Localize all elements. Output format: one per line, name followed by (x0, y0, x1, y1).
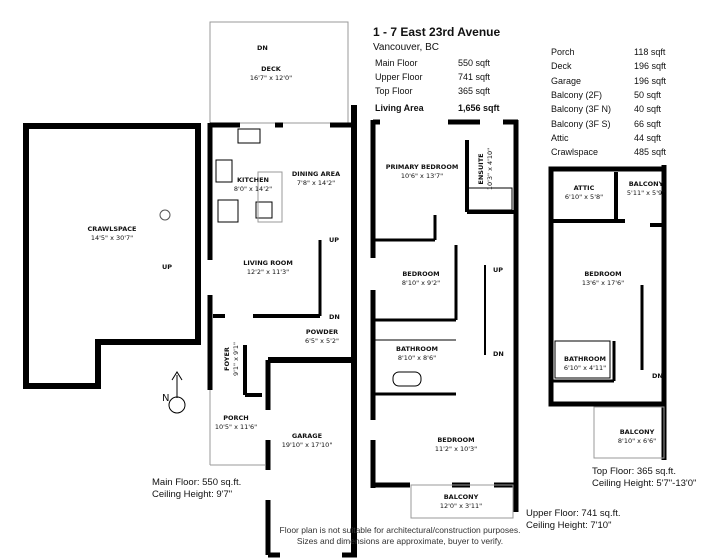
area-label: Upper Floor (375, 72, 423, 82)
area-row: Upper Floor 741 sqft (375, 72, 490, 82)
area-label: Porch (551, 47, 575, 57)
upper-floor-walls (370, 119, 519, 519)
property-location: Vancouver, BC (373, 42, 439, 53)
area-value: 66 sqft (634, 118, 662, 129)
disclaimer: Floor plan is not suitable for architect… (279, 525, 521, 546)
area-row: Garage 196 sqft (551, 76, 666, 86)
crawlspace-outline (23, 123, 201, 389)
area-label: Attic (551, 132, 569, 143)
stair-up-label: UP (162, 263, 173, 271)
area-label: Balcony (2F) (551, 89, 603, 100)
stair-up-label: UP (493, 266, 504, 274)
main-floor-note: Main Floor: 550 sq.ft.Ceiling Height: 9'… (152, 477, 242, 500)
area-row: Porch 118 sqft (551, 47, 665, 57)
main-floor-walls (207, 21, 357, 558)
property-title: 1 - 7 East 23rd Avenue (373, 25, 501, 39)
north-compass (168, 371, 186, 414)
area-value: 196 sqft (634, 75, 667, 86)
compass-label: N (162, 393, 170, 404)
stair-down-label: DN (652, 372, 663, 380)
stair-up-label: UP (329, 236, 340, 244)
area-value: 485 sqft (634, 147, 667, 158)
area-label: Top Floor (375, 86, 413, 96)
area-row: Attic 44 sqft (551, 133, 661, 143)
area-row: Crawlspace 485 sqft (551, 147, 666, 157)
area-row: Balcony (3F N) 40 sqft (551, 104, 661, 114)
area-row: Main Floor 550 sqft (375, 58, 490, 68)
area-row: Balcony (2F) 50 sqft (551, 90, 661, 100)
area-value: 741 sqft (458, 72, 491, 82)
area-label: Balcony (3F S) (551, 118, 611, 129)
area-label: Crawlspace (551, 147, 599, 158)
area-value: 44 sqft (634, 132, 662, 143)
area-value: 196 sqft (634, 61, 667, 72)
area-row: Balcony (3F S) 66 sqft (551, 119, 661, 129)
stair-down-label: DN (257, 44, 268, 52)
stair-down-label: DN (493, 350, 504, 358)
area-value: 550 sqft (458, 58, 491, 68)
area-label: Balcony (3F N) (551, 104, 612, 115)
area-label: Garage (551, 75, 582, 86)
area-label: Main Floor (375, 58, 418, 68)
crawlspace-hatch (159, 209, 171, 221)
living-area-row: Living Area 1,656 sqft (375, 103, 500, 113)
stair-down-label: DN (329, 313, 340, 321)
upper-floor-note: Upper Floor: 741 sq.ft.Ceiling Height: 7… (526, 508, 621, 531)
area-row: Deck 196 sqft (551, 61, 666, 71)
area-value: 50 sqft (634, 89, 662, 100)
top-floor-walls (548, 165, 667, 460)
area-value: 118 sqft (634, 47, 666, 57)
area-label: Living Area (375, 103, 424, 113)
area-value: 40 sqft (634, 104, 662, 115)
top-floor-note: Top Floor: 365 sq.ft.Ceiling Height: 5'7… (592, 466, 697, 489)
area-value: 365 sqft (458, 86, 491, 96)
area-label: Deck (551, 61, 572, 72)
area-row: Top Floor 365 sqft (375, 86, 490, 96)
area-value: 1,656 sqft (458, 103, 500, 113)
